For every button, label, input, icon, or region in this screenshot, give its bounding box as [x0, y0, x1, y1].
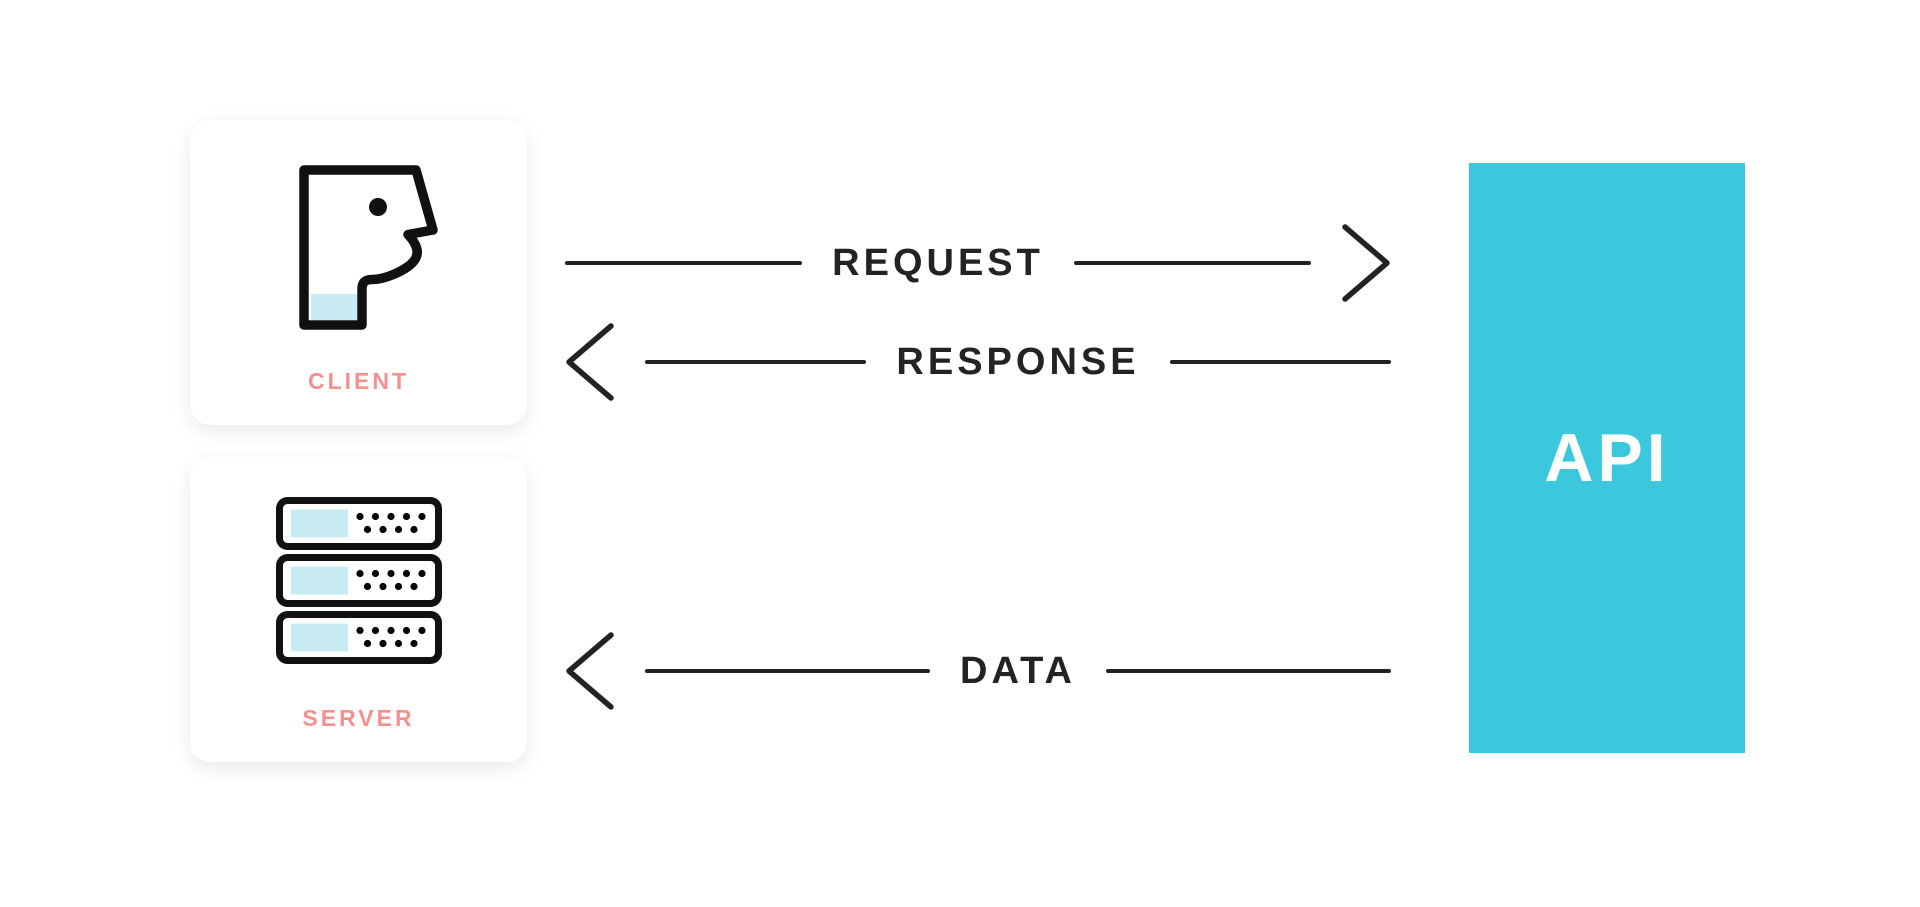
arrow-line [1105, 669, 1391, 673]
arrow-line [645, 360, 867, 364]
arrow-line [1073, 261, 1312, 265]
server-card: SERVER [190, 457, 527, 762]
request-label: REQUEST [832, 241, 1044, 284]
data-label: DATA [960, 649, 1076, 692]
arrowhead-right-icon [1342, 224, 1390, 302]
client-card: CLIENT [190, 120, 527, 425]
api-node: API [1469, 163, 1745, 753]
api-label: API [1544, 420, 1670, 496]
response-label: RESPONSE [896, 340, 1140, 383]
response-arrow: RESPONSE [565, 322, 1392, 402]
request-arrow: REQUEST [565, 223, 1391, 303]
arrow-line [565, 261, 803, 265]
data-arrow: DATA [565, 631, 1391, 711]
client-label: CLIENT [307, 368, 410, 394]
arrow-line [645, 669, 931, 673]
arrowhead-left-icon [566, 632, 614, 710]
arrowhead-left-icon [566, 323, 614, 401]
server-label: SERVER [302, 705, 415, 731]
arrow-line [1169, 360, 1392, 364]
person-profile-icon [299, 165, 438, 330]
server-stack-icon [275, 497, 442, 664]
